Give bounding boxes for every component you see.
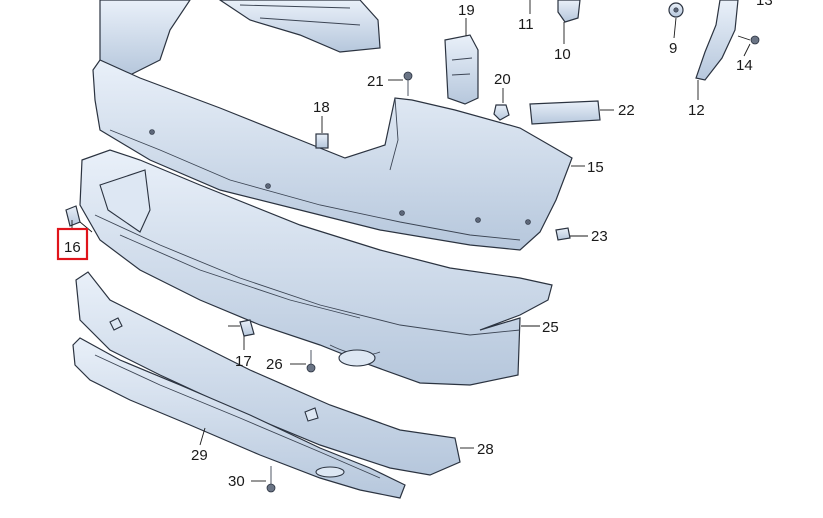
callout-14[interactable]: 14 <box>736 57 753 74</box>
callout-13[interactable]: 13 <box>756 0 773 9</box>
callout-21[interactable]: 21 <box>367 73 384 90</box>
screw-30 <box>266 466 276 493</box>
cap-23 <box>555 227 571 241</box>
leader-lines <box>71 0 751 482</box>
bracket-17 <box>228 319 255 337</box>
guide-bracket-12 <box>695 0 739 81</box>
callout-23[interactable]: 23 <box>591 228 608 245</box>
bracket-10 <box>557 0 581 23</box>
cap-22 <box>529 100 601 125</box>
callout-26[interactable]: 26 <box>266 356 283 373</box>
callout-19[interactable]: 19 <box>458 2 475 19</box>
screw-26 <box>306 350 316 373</box>
callout-29[interactable]: 29 <box>191 447 208 464</box>
diffuser-trim <box>72 337 406 499</box>
callout-15[interactable]: 15 <box>587 159 604 176</box>
callout-10[interactable]: 10 <box>554 46 571 63</box>
callout-16[interactable]: 16 <box>64 239 81 256</box>
screw-14 <box>737 35 760 45</box>
screw-21 <box>403 71 413 96</box>
clip-9 <box>668 2 684 18</box>
callout-25[interactable]: 25 <box>542 319 559 336</box>
callout-17[interactable]: 17 <box>235 353 252 370</box>
callout-20[interactable]: 20 <box>494 71 511 88</box>
callout-28[interactable]: 28 <box>477 441 494 458</box>
nut-20 <box>493 104 510 121</box>
bumper-cover <box>79 149 553 386</box>
bracket-19 <box>444 34 479 105</box>
callout-11[interactable]: 11 <box>518 16 534 33</box>
clip-18 <box>315 133 329 149</box>
bracket-16 <box>65 205 93 233</box>
rear-body-panel <box>92 0 573 251</box>
callout-18[interactable]: 18 <box>313 99 330 116</box>
callout-30[interactable]: 30 <box>228 473 245 490</box>
trim-strip <box>75 271 461 476</box>
selected-callout-highlight <box>56 227 89 261</box>
callout-22[interactable]: 22 <box>618 102 635 119</box>
callout-12[interactable]: 12 <box>688 102 705 119</box>
callout-labels: 19 11 10 9 13 14 12 21 20 22 18 15 23 16… <box>64 0 773 490</box>
callout-9[interactable]: 9 <box>669 40 677 57</box>
